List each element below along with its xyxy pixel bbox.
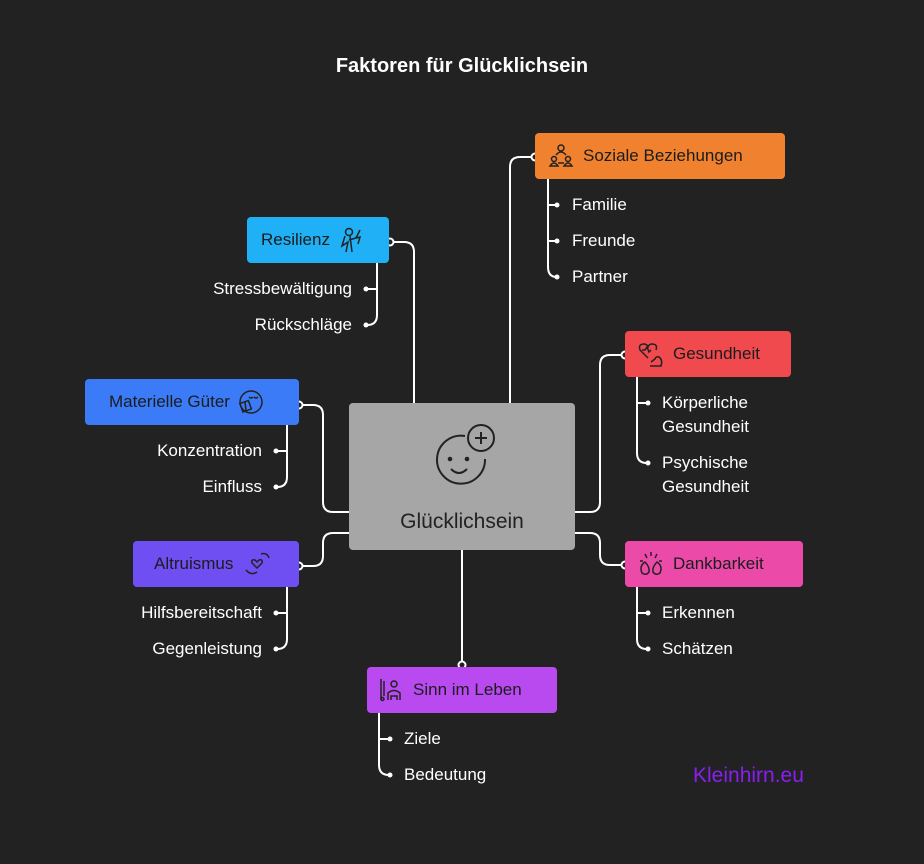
bracket-gesundheit [636,377,648,464]
connector-dankbarkeit [575,532,621,566]
child-familie: Familie [572,195,627,214]
node-label: Soziale Beziehungen [583,146,743,165]
child-einfluss: Einfluss [202,477,262,496]
child-ziele: Ziele [404,729,441,748]
family-path-icon [380,679,401,702]
node-sinn-im-leben: Sinn im Leben [367,667,557,713]
child-rueckschlaege: Rückschläge [254,315,352,334]
child-schaetzen: Schätzen [662,639,733,658]
connector-gesundheit [575,354,621,513]
node-label: Dankbarkeit [673,554,764,573]
connector-resilienz [394,241,415,403]
child-erkennen: Erkennen [662,603,735,622]
node-label: Gesundheit [673,344,760,363]
happy-gift-icon [238,390,263,414]
hands-heart-icon [245,552,271,575]
child-freunde: Freunde [572,231,636,250]
node-label: Materielle Güter [109,392,230,411]
connector-materielle [303,404,349,513]
people-group-icon [548,144,574,167]
child-stressbewaeltigung: Stressbewältigung [213,279,352,298]
diagram-title: Faktoren für Glücklichsein [335,55,589,77]
node-label: Resilienz [261,230,330,249]
center-node: Glücklichsein [349,403,575,550]
node-gesundheit: Gesundheit [625,331,791,377]
connector-altruismus [303,532,349,567]
child-partner: Partner [572,267,628,286]
node-resilienz: Resilienz [247,217,389,263]
child-bedeutung: Bedeutung [404,765,487,784]
child-konzentration: Konzentration [157,441,262,460]
bracket-sinn [378,713,390,776]
child-line: Gesundheit [662,417,749,436]
node-dankbarkeit: Dankbarkeit [625,541,803,587]
child-line: Gesundheit [662,477,749,496]
bracket-resilienz [366,263,378,326]
bracket-materielle [276,425,288,488]
brand-watermark: Kleinhirn.eu [693,764,804,787]
node-soziale-beziehungen: Soziale Beziehungen [535,133,785,179]
node-altruismus: Altruismus [133,541,299,587]
clapping-hands-icon [640,552,662,576]
child-gegenleistung: Gegenleistung [152,639,262,658]
bracket-altruismus [276,587,288,650]
center-label: Glücklichsein [400,510,524,533]
bracket-soziale [547,179,558,278]
child-hilfsbereitschaft: Hilfsbereitschaft [141,603,262,622]
node-label: Altruismus [154,554,234,573]
child-line: Körperliche [662,393,748,412]
connector-soziale [509,156,531,403]
bracket-dankbarkeit [636,587,648,650]
node-label: Sinn im Leben [413,680,522,699]
smiley-plus-icon [436,424,495,485]
heart-muscle-icon [638,343,663,367]
person-lightning-icon [340,227,362,253]
node-materielle-gueter: Materielle Güter [85,379,299,425]
child-line: Psychische [662,453,748,472]
